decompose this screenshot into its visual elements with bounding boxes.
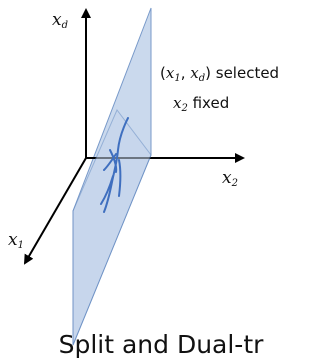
annotation-selected: (x1, xd) selected: [160, 64, 280, 84]
axis-label-x2: x2: [222, 168, 238, 189]
caption: Split and Dual-tr: [58, 330, 264, 359]
axis-label-xd: xd: [52, 10, 68, 31]
annotation-fixed: x2 fixed: [173, 94, 230, 114]
axis-label-x1: x1: [8, 230, 24, 251]
axis-x1: [23, 157, 87, 265]
selected-plane-front: [72, 109, 152, 346]
projected-curve: [100, 117, 129, 213]
